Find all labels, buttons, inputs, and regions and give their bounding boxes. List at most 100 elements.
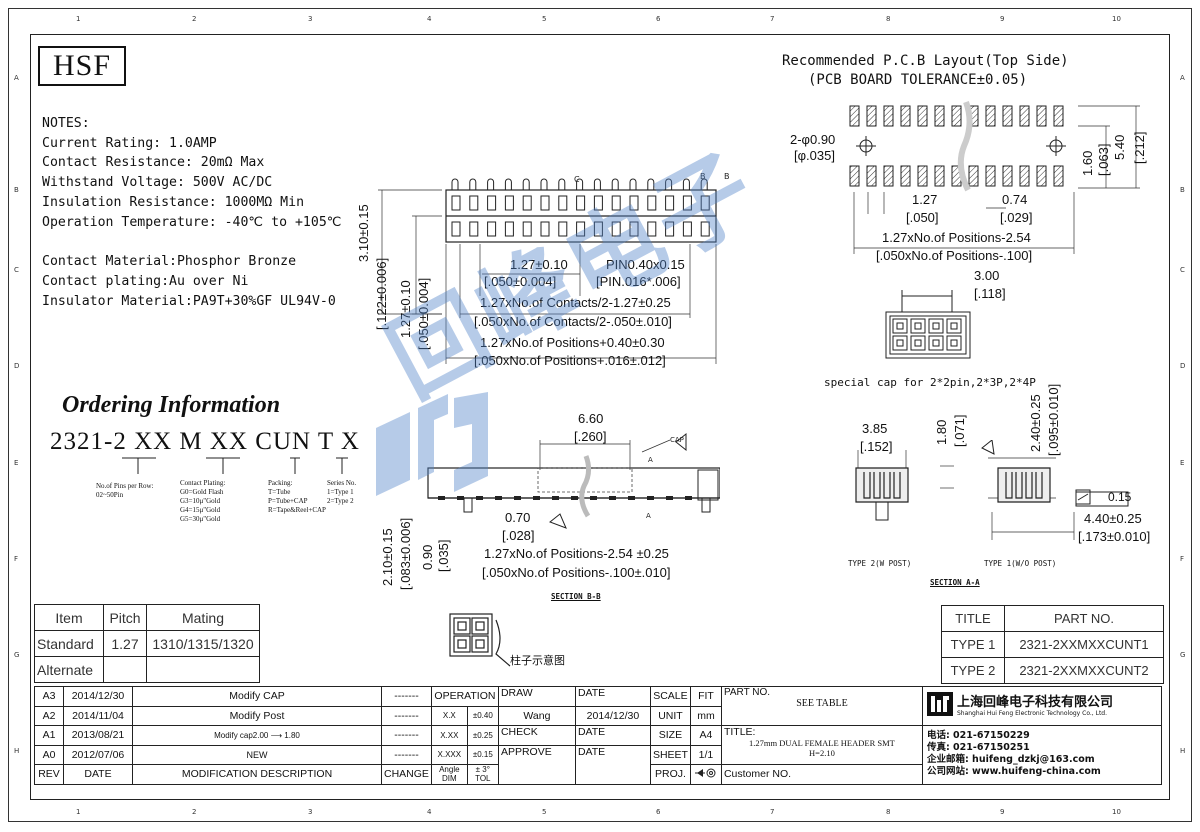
sheet-label: SHEET (649, 744, 691, 765)
zone-row: E (1180, 459, 1185, 467)
material-line: Contact plating:Au over Ni (42, 273, 249, 289)
rev-date-cell: 2012/07/06 (63, 744, 133, 765)
ordering-pins-note: No.of Pins per Row: 02~50Pin (96, 482, 154, 499)
unit-value: mm (689, 705, 722, 726)
date-label: DATE (574, 744, 651, 785)
rev-change-cell: ------- (381, 686, 432, 707)
front-contact (647, 195, 657, 211)
zone-col: 4 (427, 15, 432, 23)
proj-label: PROJ. (649, 764, 691, 785)
pcb-pad (917, 165, 928, 187)
pcb-pad (934, 165, 945, 187)
zone-row: C (1180, 266, 1185, 274)
table-row: TYPE 2 2321-2XXMXXCUNT2 (941, 657, 1164, 684)
plating-line: Contact Plating: (180, 479, 226, 487)
sectiona-440-dim: 4.40±0.25 (1084, 511, 1142, 526)
sectiona-385-dim: 3.85 (862, 421, 888, 436)
dim-text: 0.90 (420, 544, 435, 570)
cap-cell (910, 335, 926, 351)
scale-label: SCALE (649, 686, 691, 707)
tol-dim: X.XXX (430, 744, 468, 765)
front-pin (451, 178, 459, 190)
pcb-pad (1019, 165, 1030, 187)
company-logo-icon (926, 692, 953, 716)
pitch-table-cell: 1310/1315/1320 (146, 630, 260, 657)
cap-cell (892, 335, 908, 351)
dim-text: 1.60 (1080, 150, 1095, 176)
front-pitch-dim-in: [.050±0.004] (484, 274, 557, 289)
table-row: A2 2014/11/04 Modify Post ------- X.X ±0… (34, 705, 1162, 726)
tol-dim: X.X (430, 705, 468, 726)
rev-desc-cell: Modify CAP (132, 686, 382, 707)
front-pin (682, 178, 690, 190)
pitch-table-header: Item (34, 604, 104, 631)
pcb-pad (917, 105, 928, 127)
table-row: TYPE 1 2321-2XXMXXCUNT1 (941, 631, 1164, 658)
rev-desc-cell: NEW (132, 744, 382, 765)
plating-line: G4=15μ"Gold (180, 506, 221, 514)
zone-row: F (1180, 555, 1185, 563)
material-line: Insulator Material:PA9T+30%GF UL94V-0 (42, 293, 336, 309)
pcb-span-dim-in: [.050xNo.of Positions-.100] (876, 248, 1033, 263)
front-contact (629, 221, 639, 237)
cap-cell (946, 335, 962, 351)
tol-dim-cell: Angle DIM (430, 764, 468, 785)
part-table-header: TITLE (941, 605, 1005, 632)
front-contact (593, 195, 603, 211)
zone-col: 7 (770, 15, 775, 23)
sectionb-span-dim-in: [.050xNo.of Positions-.100±.010] (482, 565, 671, 580)
zone-row: H (1180, 747, 1186, 755)
svg-text:B: B (724, 172, 730, 181)
rev-change-cell: ------- (381, 705, 432, 726)
dim-text: 2.10±0.15 (380, 528, 395, 586)
pcb-pad (866, 165, 877, 187)
note-line: Operation Temperature: -40℃ to +105℃ (42, 214, 342, 230)
rev-cell: A2 (34, 705, 64, 726)
sectiona-contact (1035, 472, 1043, 499)
title-value-2: H=2.10 (809, 748, 835, 758)
rev-change-cell: ------- (381, 744, 432, 765)
front-contact (576, 221, 586, 237)
cap-cell (928, 335, 944, 351)
ordering-code: 2321-2 XX M XX CUN T X (50, 428, 360, 455)
rev-date-cell: 2013/08/21 (63, 725, 133, 746)
sectionb-pin (647, 496, 654, 500)
tol-dim: Angle (439, 765, 460, 775)
pitch-table: Item Pitch Mating Standard 1.27 1310/131… (34, 604, 260, 683)
pin-diagram-label: 柱子示意图 (510, 654, 565, 667)
zone-row: C (14, 266, 19, 274)
sectionb-pin (628, 496, 635, 500)
sectiona-contact (883, 472, 891, 499)
zone-col: 5 (542, 15, 547, 23)
check-label: CHECK (497, 725, 576, 746)
pcb-pad (1002, 105, 1013, 127)
note-line: Insulation Resistance: 1000MΩ Min (42, 194, 305, 210)
rev-date-cell: 2014/12/30 (63, 686, 133, 707)
sectionb-pin (552, 496, 559, 500)
cap-cell-hole (950, 322, 958, 330)
zone-col: 2 (192, 808, 197, 816)
front-contact (700, 195, 710, 211)
sectiona-type1-label: TYPE 1(W/O POST) (984, 559, 1057, 568)
pin-diagram (449, 613, 511, 667)
zone-row: A (1180, 74, 1185, 82)
front-positions-dim-in: [.050xNo.of Positions+.016±.012] (474, 353, 666, 368)
pitch-table-cell: Standard (34, 630, 104, 657)
zone-col: 1 (76, 15, 81, 23)
zone-col: 3 (308, 15, 313, 23)
rev-desc-cell: Modify cap2.00 ⟶ 1.80 (132, 725, 382, 746)
note-line: Current Rating: 1.0AMP (42, 135, 217, 151)
packing-line: R=Tape&Reel+CAP (268, 506, 326, 514)
cap-width-dim: 3.00 (974, 268, 1000, 283)
pcb-pad (900, 105, 911, 127)
front-contact (647, 221, 657, 237)
zone-col: 8 (886, 808, 891, 816)
zone-row: B (14, 186, 19, 194)
part-number-table: TITLE PART NO. TYPE 1 2321-2XXMXXCUNT1 T… (941, 605, 1164, 684)
table-row: REV DATE MODIFICATION DESCRIPTION CHANGE… (34, 764, 1162, 785)
sectiona-contact (873, 472, 881, 499)
sectionb-h-dim: 2.10±0.15 (380, 528, 395, 586)
front-contact (504, 195, 514, 211)
scale-value: FIT (689, 686, 722, 707)
front-contact (576, 195, 586, 211)
